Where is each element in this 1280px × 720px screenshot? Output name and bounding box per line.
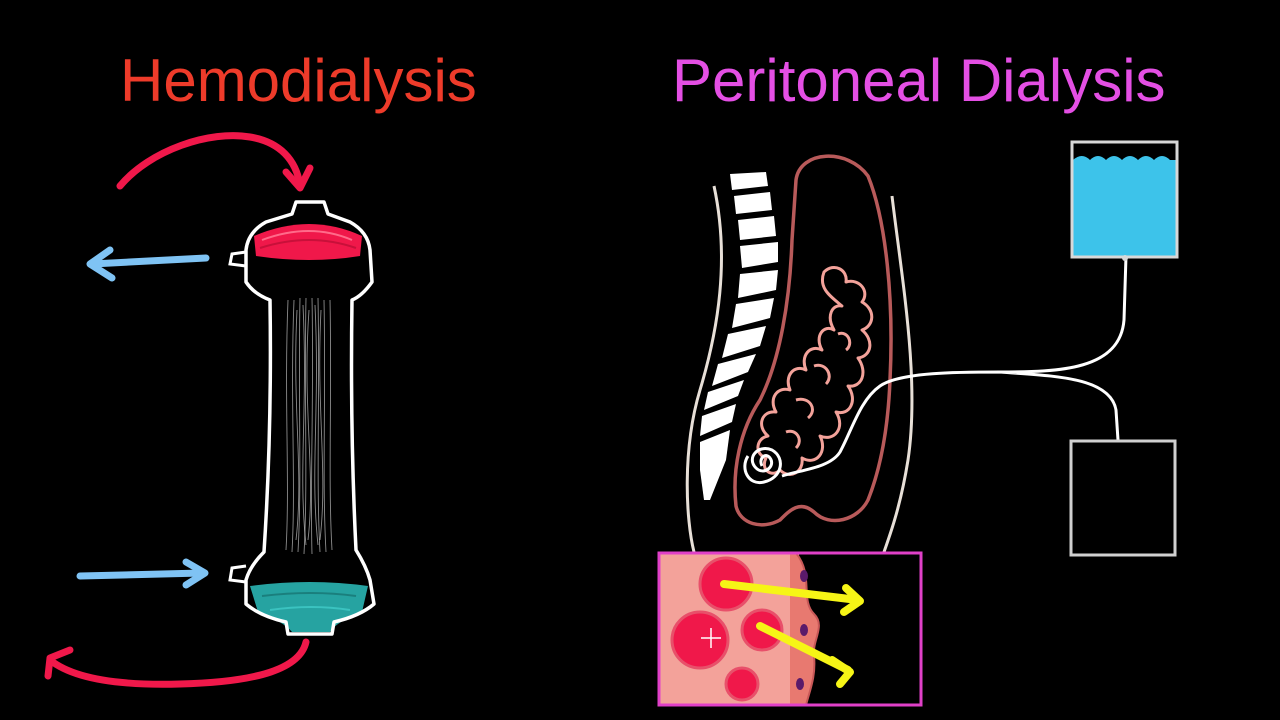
catheter-tubing xyxy=(781,255,1128,478)
peritoneal-membrane-icon xyxy=(657,551,923,707)
intestines-icon xyxy=(756,266,874,476)
dialysate-inflow-arrow xyxy=(76,558,209,589)
dialyzer-cartridge-icon xyxy=(228,200,376,636)
catheter-coil-icon xyxy=(743,447,782,485)
arterial-inflow-arrow xyxy=(116,132,314,192)
blood-return-arrow xyxy=(44,638,310,688)
spine-icon xyxy=(700,172,778,500)
abdomen-cross-section-icon xyxy=(685,154,914,553)
drain-bag-icon xyxy=(1069,439,1177,557)
dialysate-bag-icon xyxy=(1070,140,1179,261)
diffusion-arrow-lower xyxy=(756,622,854,688)
venous-return-arrow xyxy=(86,246,210,282)
peritoneal-cavity xyxy=(733,154,893,527)
hemodialysis-title: Hemodialysis xyxy=(120,47,477,114)
diffusion-arrow-upper xyxy=(720,580,864,616)
crosshair-cursor-icon xyxy=(701,628,721,648)
peritoneal-dialysis-title: Peritoneal Dialysis xyxy=(672,47,1166,114)
